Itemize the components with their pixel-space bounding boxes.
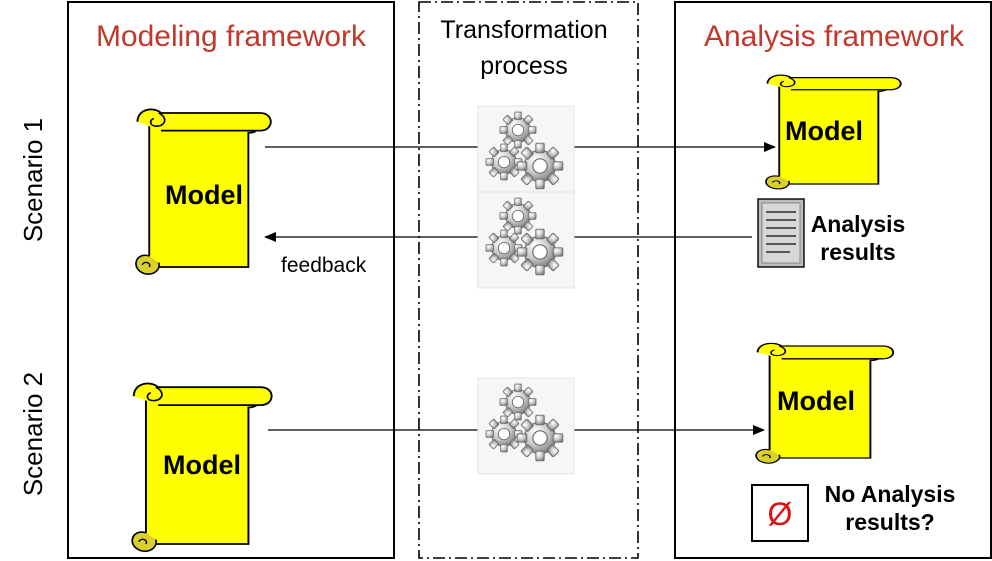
gears-icon (478, 192, 574, 288)
model-s2-left-label: Model (163, 450, 241, 480)
feedback-label: feedback (281, 254, 367, 277)
empty-set-icon: Ø (751, 484, 809, 542)
analysis-results-line1: Analysis (811, 211, 906, 237)
model-s1-right-label: Model (785, 116, 863, 146)
gears-icon (478, 378, 574, 474)
scenario-labels: Scenario 1 Scenario 2 (18, 118, 48, 496)
scenario-1-label: Scenario 1 (18, 118, 48, 242)
transformation-title-line1: Transformation (440, 16, 607, 44)
transformation-title-line2: process (480, 52, 568, 80)
no-analysis-results-line1: No Analysis (825, 481, 956, 507)
modeling-framework-title: Modeling framework (96, 20, 367, 53)
gears-icon (478, 106, 574, 202)
analysis-results-line2: results (820, 239, 895, 265)
no-analysis-results-line2: results? (845, 509, 934, 535)
transformation-panel: Transformation process (418, 1, 639, 559)
empty-set-symbol: Ø (768, 496, 793, 532)
document-icon (757, 198, 805, 268)
analysis-framework-panel: Analysis framework (674, 1, 992, 559)
model-s1-left-label: Model (165, 180, 243, 210)
analysis-framework-title: Analysis framework (704, 20, 965, 53)
modeling-framework-panel: Modeling framework (67, 1, 395, 559)
scenario-2-label: Scenario 2 (18, 372, 48, 496)
model-s2-right-label: Model (777, 386, 855, 416)
